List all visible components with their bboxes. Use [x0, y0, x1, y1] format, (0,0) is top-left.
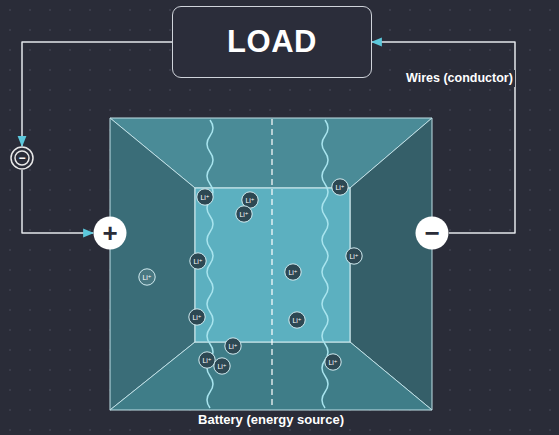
- node-text: +: [102, 220, 117, 246]
- node-text: Li⁺: [142, 274, 151, 281]
- battery-bottom-face: [110, 342, 432, 410]
- ion-circle: [236, 206, 252, 222]
- node-text: Li⁺: [245, 197, 254, 204]
- ion-circle: [197, 189, 213, 205]
- node-text: Li⁺: [328, 359, 337, 366]
- lithium-ion: Li⁺: [138, 268, 156, 286]
- node-text: LOAD: [227, 24, 317, 60]
- electron-symbol: −: [10, 146, 34, 170]
- wire: [22, 42, 172, 146]
- battery-terminal: −: [415, 216, 449, 250]
- battery-terminal: +: [93, 216, 127, 250]
- electron-ring: [15, 151, 29, 165]
- lithium-ion: Li⁺: [324, 353, 342, 371]
- wire: [22, 170, 93, 233]
- lithium-ion: Li⁺: [213, 357, 231, 375]
- lithium-ion: Li⁺: [188, 308, 206, 326]
- node-text: Li⁺: [292, 317, 301, 324]
- ion-circle: [289, 312, 305, 328]
- ion-circle: [325, 354, 341, 370]
- lithium-ion: Li⁺: [189, 252, 207, 270]
- load-box: LOAD: [172, 6, 372, 78]
- node-text: Li⁺: [288, 269, 297, 276]
- terminal-disc: [94, 217, 127, 250]
- ion-circle: [199, 352, 215, 368]
- ion-circle: [190, 253, 206, 269]
- lithium-ion: Li⁺: [284, 263, 302, 281]
- lithium-ion: Li⁺: [345, 247, 363, 265]
- ion-circle: [332, 179, 348, 195]
- node-text: Li⁺: [228, 343, 237, 350]
- lithium-ion: Li⁺: [224, 337, 242, 355]
- wire: [372, 42, 515, 233]
- node-text: Li⁺: [192, 314, 201, 321]
- node-text: Li⁺: [349, 253, 358, 260]
- ion-circle: [285, 264, 301, 280]
- terminal-disc: [416, 217, 449, 250]
- node-text: Li⁺: [200, 194, 209, 201]
- node-text: Li⁺: [202, 357, 211, 364]
- node-text: Li⁺: [239, 211, 248, 218]
- lithium-ion: Li⁺: [196, 188, 214, 206]
- separator-line: [271, 119, 272, 409]
- ion-circle: [139, 269, 155, 285]
- lithium-ion: Li⁺: [198, 351, 216, 369]
- battery-cell: Battery (energy source) Li⁺ Li⁺ Li⁺ Li⁺ Li⁺ Li…: [108, 116, 434, 428]
- node-text: Li⁺: [335, 184, 344, 191]
- ion-circle: [189, 309, 205, 325]
- node-text: Battery (energy source): [198, 412, 344, 428]
- ion-circle: [214, 358, 230, 374]
- lithium-ion: Li⁺: [235, 205, 253, 223]
- ion-circle: [346, 248, 362, 264]
- node-text: Li⁺: [217, 363, 226, 370]
- node-text: −: [18, 152, 25, 164]
- lithium-ion: Li⁺: [331, 178, 349, 196]
- node-text: Li⁺: [193, 258, 202, 265]
- lithium-ion: Li⁺: [288, 311, 306, 329]
- battery-illustration: [108, 116, 434, 412]
- electron-ring: [11, 147, 33, 169]
- wire-label: Wires (conductor): [404, 70, 515, 87]
- node-text: −: [424, 220, 439, 246]
- ion-circle: [225, 338, 241, 354]
